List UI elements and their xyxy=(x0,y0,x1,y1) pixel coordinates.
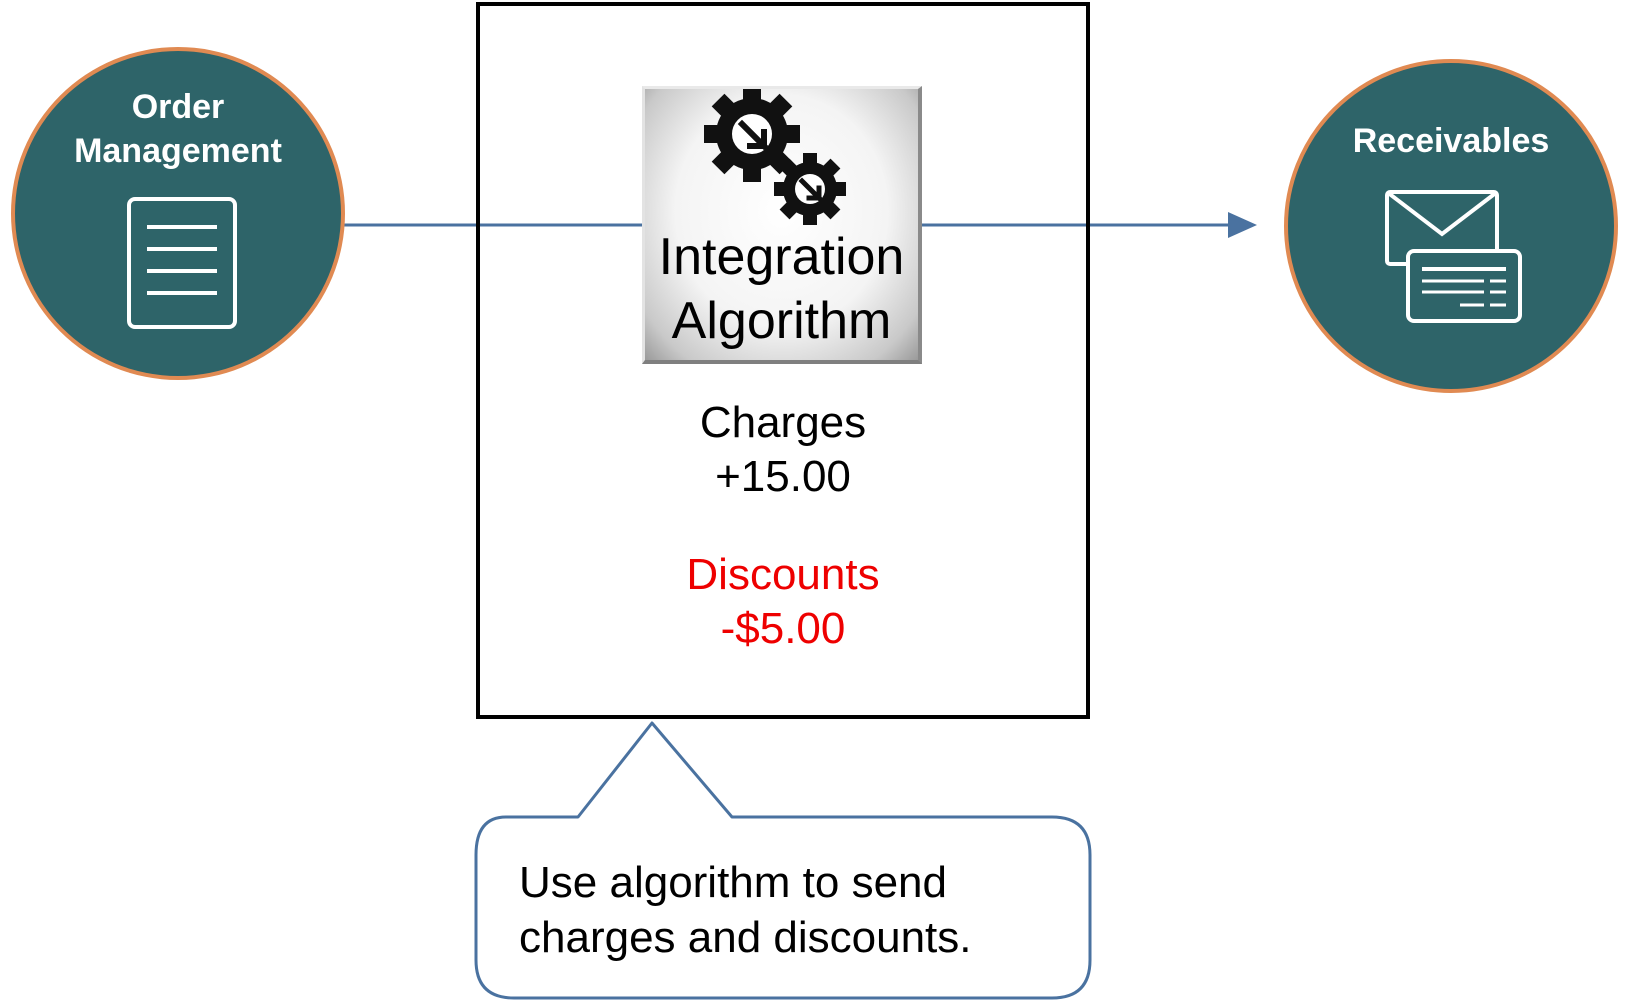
algorithm-frame xyxy=(476,2,1090,719)
receivables-label: Receivables xyxy=(1352,122,1550,160)
arrowhead-icon xyxy=(1228,212,1257,238)
callout-line1: Use algorithm to send xyxy=(519,858,947,907)
charges-value: +15.00 xyxy=(715,452,851,501)
gears-icon xyxy=(704,89,846,225)
order-management-label-line2: Management xyxy=(74,132,282,170)
integration-algorithm-tile: Integration Algorithm xyxy=(642,86,922,364)
document-list-icon xyxy=(127,197,237,329)
charges-label: Charges xyxy=(699,398,867,447)
algorithm-title-line1: Integration xyxy=(658,228,905,286)
order-management-label-line1: Order xyxy=(131,88,225,126)
receivables-node: Receivables xyxy=(1284,59,1618,393)
envelope-invoice-icon xyxy=(1385,190,1522,323)
callout-bubble xyxy=(474,721,1092,1000)
callout-text: Use algorithm to send charges and discou… xyxy=(519,855,1059,965)
order-management-node: Order Management xyxy=(11,47,345,380)
discounts-label: Discounts xyxy=(686,550,880,599)
algorithm-title-line2: Algorithm xyxy=(671,292,892,350)
callout-line2: charges and discounts. xyxy=(519,913,972,962)
discounts-value: -$5.00 xyxy=(720,604,846,653)
